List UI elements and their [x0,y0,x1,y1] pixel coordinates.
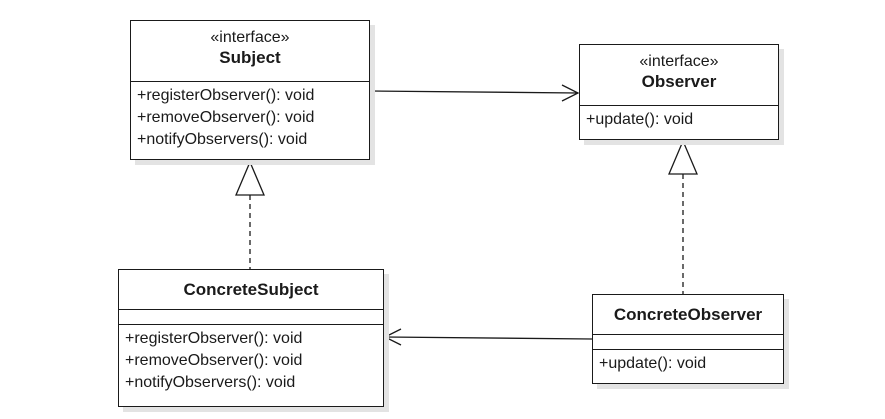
association-line [370,90,579,94]
class-box-subject[interactable]: «interface» Subject +registerObserver():… [130,20,370,160]
operations-compartment: +registerObserver(): void +removeObserve… [131,82,369,151]
class-header: ConcreteObserver [593,295,783,335]
operation: +registerObserver(): void [125,330,303,347]
stereotype-label: «interface» [639,53,719,70]
class-box-concrete-subject[interactable]: ConcreteSubject +registerObserver(): voi… [118,269,384,407]
hollow-triangle-icon [235,160,265,196]
class-box-concrete-observer[interactable]: ConcreteObserver +update(): void [592,294,784,384]
class-header: «interface» Subject [131,21,369,82]
stereotype-label: «interface» [210,29,290,46]
operations-compartment: +registerObserver(): void +removeObserve… [119,325,383,394]
operation: +notifyObservers(): void [125,374,296,391]
realization-concrete-subject [235,160,265,269]
realization-concrete-observer [668,139,698,294]
open-arrowhead-icon [383,328,402,346]
open-arrowhead-icon [561,84,580,102]
class-box-observer[interactable]: «interface» Observer +update(): void [579,44,779,140]
class-header: ConcreteSubject [119,270,383,310]
operations-compartment: +update(): void [593,350,783,375]
operation: +update(): void [586,111,694,128]
class-name: Subject [219,48,281,67]
association-concrete-observer-concrete-subject [383,328,593,346]
operations-compartment: +update(): void [580,106,778,131]
class-header: «interface» Observer [580,45,778,106]
operation: +update(): void [599,355,707,372]
attributes-compartment [593,335,783,350]
association-subject-observer [370,84,580,102]
operation: +removeObserver(): void [125,352,303,369]
class-name: ConcreteSubject [183,280,319,299]
association-line [384,336,593,340]
class-name: Observer [641,72,717,91]
operation: +notifyObservers(): void [137,131,308,148]
class-name: ConcreteObserver [613,305,763,324]
attributes-compartment [119,310,383,325]
operation: +registerObserver(): void [137,87,315,104]
hollow-triangle-icon [668,139,698,175]
operation: +removeObserver(): void [137,109,315,126]
